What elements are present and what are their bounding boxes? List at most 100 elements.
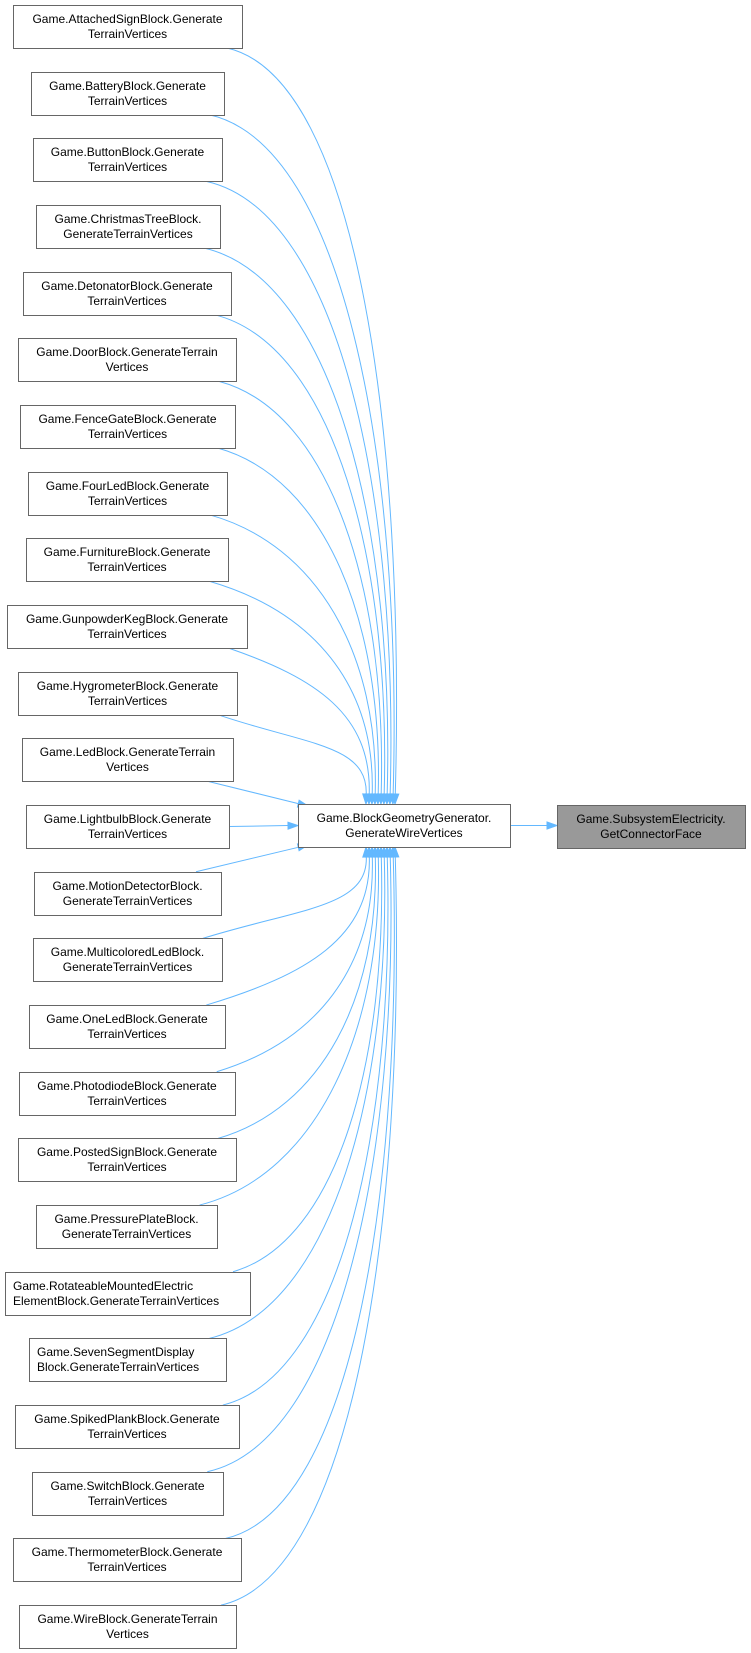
node-box: [19, 1072, 236, 1116]
middle-node-generate-wire-vertices[interactable]: Game.BlockGeometryGenerator.GenerateWire…: [298, 804, 511, 848]
caller-node-attachedsignblock[interactable]: Game.AttachedSignBlock.GenerateTerrainVe…: [13, 5, 243, 49]
edge-line: [203, 247, 389, 795]
node-label-line: Game.HygrometerBlock.Generate: [37, 679, 219, 693]
edge-line: [228, 825, 289, 828]
node-box: [26, 538, 229, 582]
caller-node-sevensegmentdisplayblock[interactable]: Game.SevenSegmentDisplayBlock.GenerateTe…: [29, 1338, 227, 1382]
node-box: [36, 205, 221, 249]
node-box: [32, 1472, 224, 1516]
edge-line: [209, 856, 386, 1339]
caller-node-doorblock[interactable]: Game.DoorBlock.GenerateTerrainVertices: [18, 338, 237, 382]
caller-node-detonatorblock[interactable]: Game.DetonatorBlock.GenerateTerrainVerti…: [23, 272, 232, 316]
edges-layer: [195, 47, 559, 1606]
caller-node-batteryblock[interactable]: Game.BatteryBlock.GenerateTerrainVertice…: [31, 72, 225, 116]
node-box: [18, 672, 238, 716]
node-box: [26, 805, 230, 849]
caller-node-postedsignblock[interactable]: Game.PostedSignBlock.GenerateTerrainVert…: [18, 1138, 237, 1182]
edge-line: [208, 514, 376, 795]
node-label-line: Vertices: [106, 360, 149, 374]
edge-c12-to-middle: [228, 821, 300, 830]
edge-line: [214, 314, 386, 795]
edge-c19-to-middle: [232, 845, 386, 1273]
caller-node-spikedplankblock[interactable]: Game.SpikedPlankBlock.GenerateTerrainVer…: [15, 1405, 240, 1449]
node-label-line: TerrainVertices: [88, 94, 167, 108]
caller-node-furnitureblock[interactable]: Game.FurnitureBlock.GenerateTerrainVerti…: [26, 538, 229, 582]
node-label-line: GenerateWireVertices: [345, 826, 462, 840]
caller-node-wireblock[interactable]: Game.WireBlock.GenerateTerrainVertices: [19, 1605, 237, 1649]
caller-node-gunpowderkegblock[interactable]: Game.GunpowderKegBlock.GenerateTerrainVe…: [7, 605, 248, 649]
caller-node-switchblock[interactable]: Game.SwitchBlock.GenerateTerrainVertices: [32, 1472, 224, 1516]
node-box: [15, 1405, 240, 1449]
node-label-line: TerrainVertices: [88, 27, 167, 41]
caller-node-oneledblock[interactable]: Game.OneLedBlock.GenerateTerrainVertices: [29, 1005, 226, 1049]
edge-line: [195, 846, 299, 873]
node-label-line: TerrainVertices: [87, 1560, 166, 1574]
node-label-line: GenerateTerrainVertices: [63, 960, 192, 974]
caller-node-christmastreeblock[interactable]: Game.ChristmasTreeBlock.GenerateTerrainV…: [36, 205, 221, 249]
node-label-line: TerrainVertices: [88, 494, 167, 508]
edge-line: [202, 856, 367, 939]
caller-node-motiondetectorblock[interactable]: Game.MotionDetectorBlock.GenerateTerrain…: [34, 872, 222, 916]
node-label-line: Game.SpikedPlankBlock.Generate: [34, 1412, 220, 1426]
edge-line: [217, 714, 367, 795]
arrowhead: [391, 845, 400, 858]
edge-line: [218, 856, 376, 1139]
caller-node-lightbulbblock[interactable]: Game.LightbulbBlock.GenerateTerrainVerti…: [26, 805, 230, 849]
edge-line: [228, 647, 370, 795]
edge-line: [199, 856, 380, 1206]
caller-node-thermometerblock[interactable]: Game.ThermometerBlock.GenerateTerrainVer…: [13, 1538, 242, 1582]
node-box: [33, 938, 223, 982]
edge-middle-to-focus: [510, 821, 559, 830]
node-label-line: Game.BatteryBlock.Generate: [49, 79, 206, 93]
caller-node-buttonblock[interactable]: Game.ButtonBlock.GenerateTerrainVertices: [33, 138, 223, 182]
edge-c20-to-middle: [209, 845, 389, 1339]
node-box: [20, 405, 236, 449]
node-label-line: TerrainVertices: [88, 1494, 167, 1508]
node-box: [18, 338, 237, 382]
nodes-layer: Game.AttachedSignBlock.GenerateTerrainVe…: [5, 5, 746, 1649]
focus-node-get-connector-face[interactable]: Game.SubsystemElectricity.GetConnectorFa…: [557, 805, 746, 849]
arrowhead: [287, 821, 300, 830]
node-label-line: Game.DetonatorBlock.Generate: [41, 279, 213, 293]
edge-c24-to-middle: [220, 845, 400, 1606]
caller-node-ledblock[interactable]: Game.LedBlock.GenerateTerrainVertices: [22, 738, 234, 782]
caller-node-fencegateblock[interactable]: Game.FenceGateBlock.GenerateTerrainVerti…: [20, 405, 236, 449]
node-label-line: TerrainVertices: [87, 560, 166, 574]
node-label-line: Vertices: [106, 1627, 149, 1641]
node-box: [13, 1538, 242, 1582]
edge-line: [218, 380, 383, 795]
edge-c3-to-middle: [203, 247, 392, 806]
node-box: [34, 872, 222, 916]
edge-line: [206, 856, 370, 1006]
node-label-line: GenerateTerrainVertices: [62, 1227, 191, 1241]
node-label-line: TerrainVertices: [87, 1160, 166, 1174]
caller-node-hygrometerblock[interactable]: Game.HygrometerBlock.GenerateTerrainVert…: [18, 672, 238, 716]
edge-c7-to-middle: [208, 514, 380, 806]
node-box: [19, 1605, 237, 1649]
node-label-line: Game.LightbulbBlock.Generate: [44, 812, 212, 826]
caller-node-fourledblock[interactable]: Game.FourLedBlock.GenerateTerrainVertice…: [28, 472, 228, 516]
node-label-line: Game.BlockGeometryGenerator.: [317, 811, 492, 825]
node-label-line: Game.ThermometerBlock.Generate: [32, 1545, 223, 1559]
caller-node-photodiodeblock[interactable]: Game.PhotodiodeBlock.GenerateTerrainVert…: [19, 1072, 236, 1116]
node-box: [557, 805, 746, 849]
node-label-line: TerrainVertices: [88, 160, 167, 174]
node-label-line: Game.FourLedBlock.Generate: [46, 479, 210, 493]
caller-node-multicoloredledblock[interactable]: Game.MulticoloredLedBlock.GenerateTerrai…: [33, 938, 223, 982]
node-label-line: Game.DoorBlock.GenerateTerrain: [36, 345, 217, 359]
node-label-line: Game.FurnitureBlock.Generate: [44, 545, 211, 559]
edge-line: [225, 856, 395, 1539]
node-box: [18, 1138, 237, 1182]
caller-node-rotateablemountedelectricelementblock[interactable]: Game.RotateableMountedElectricElementBlo…: [5, 1272, 251, 1316]
edge-c16-to-middle: [216, 845, 377, 1073]
node-box: [31, 72, 225, 116]
node-label-line: TerrainVertices: [87, 294, 166, 308]
edge-line: [220, 856, 397, 1606]
node-box: [29, 1338, 227, 1382]
edge-line: [206, 180, 392, 795]
node-box: [7, 605, 248, 649]
arrowhead: [546, 821, 559, 830]
edge-line: [216, 856, 373, 1073]
caller-node-pressureplateblock[interactable]: Game.PressurePlateBlock.GenerateTerrainV…: [36, 1205, 218, 1249]
node-label-line: Game.ChristmasTreeBlock.: [55, 212, 202, 226]
